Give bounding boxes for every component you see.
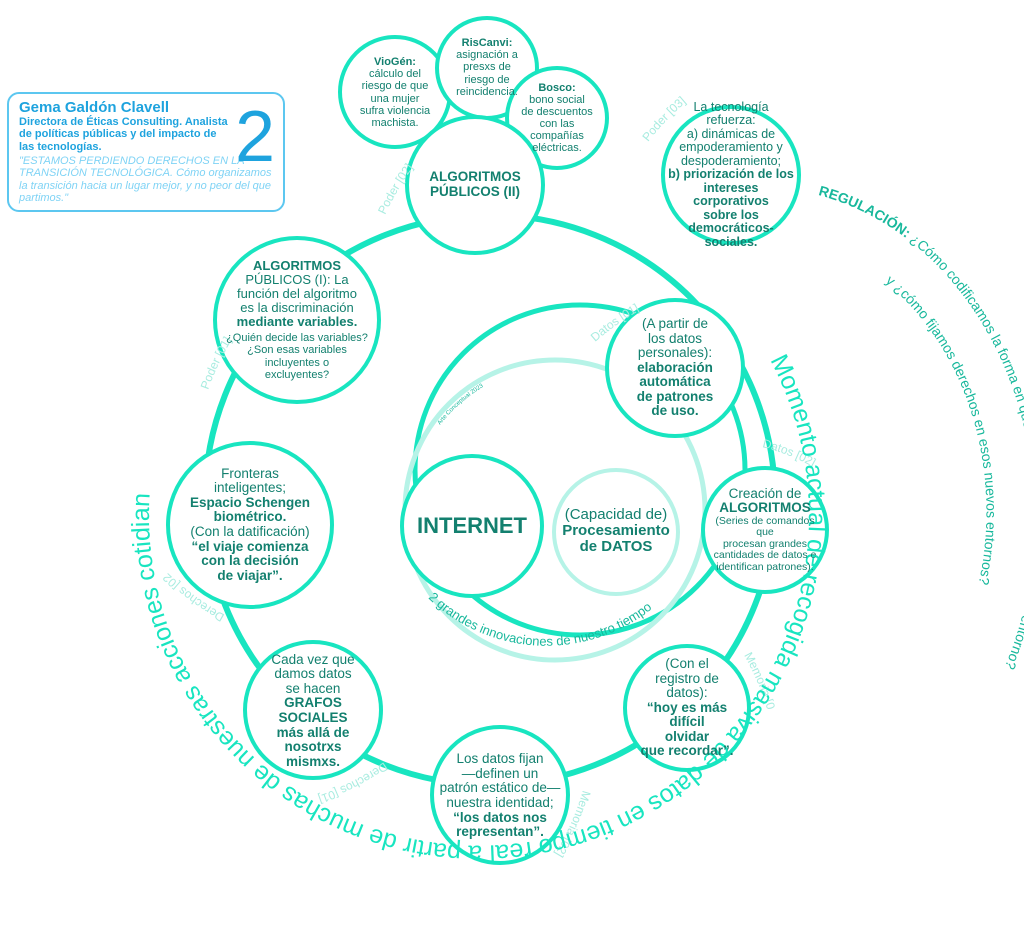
procesamiento-circle [552,468,680,596]
algoritmos-publicos-1-text: ALGORITMOS PÚBLICOS (I): La función del … [226,258,368,381]
bosco-text: Bosco: bono social de descuentos con las… [521,81,593,155]
grafos-sociales-circle [243,640,383,780]
tecnologia-refuerza-text: La tecnología refuerza: a) dinámicas de … [668,99,794,249]
grafos-sociales-text: Cada vez que damos datos se hacen GRAFOS… [271,651,355,769]
internet-label: INTERNET [417,513,527,539]
tiny-label: Arte Conceptual 2023 [437,383,485,426]
procesamiento-label: (Capacidad de) Procesamiento de DATOS [562,505,670,556]
author-info-box: Gema Galdón Clavell Directora de Éticas … [7,92,285,212]
datos-personales-circle [605,298,745,438]
datos-personales-text: (A partir de los datos personales): elab… [636,315,714,419]
author-name: Gema Galdón Clavell [19,99,170,116]
algoritmos-publicos-1-circle [213,236,381,404]
datos-fijan-circle [430,725,570,865]
bosco-circle [505,66,609,170]
fronteras-circle [166,441,334,609]
algoritmos-publicos-2-circle [405,115,545,255]
slide-number: 2 [234,97,275,177]
riscanvi-text: RisCanvi: asignación a presxs de riesgo … [456,37,518,98]
tecnologia-refuerza-circle [661,105,801,245]
viogen-text: VioGén: cálculo del riesgo de que una mu… [359,56,431,129]
creacion-algoritmos-circle [701,466,829,594]
creacion-algoritmos-text: Creación de ALGORITMOS (Series de comand… [713,485,817,573]
registro-datos-text: (Con el registro de datos): “hoy es más … [640,655,734,759]
author-role: Directora de Éticas Consulting. Analista… [19,116,228,153]
datos-fijan-text: Los datos fijan —definen un patrón estát… [439,751,561,840]
author-quote: "ESTAMOS PERDIENDO DERECHOS EN LA TRANSI… [19,154,272,204]
internet-circle [400,454,544,598]
arc-caption: 2 grandes innovaciones de nuestro tiempo [426,589,654,649]
fronteras-text: Fronteras inteligentes; Espacio Schengen… [189,465,311,583]
registro-datos-circle [623,644,751,772]
spiral-regulacion-text: REGULACIÓN: ¿Cómo codificamos la forma e… [817,182,1024,672]
algoritmos-publicos-2-text: ALGORITMOS PÚBLICOS (II) [429,169,521,199]
